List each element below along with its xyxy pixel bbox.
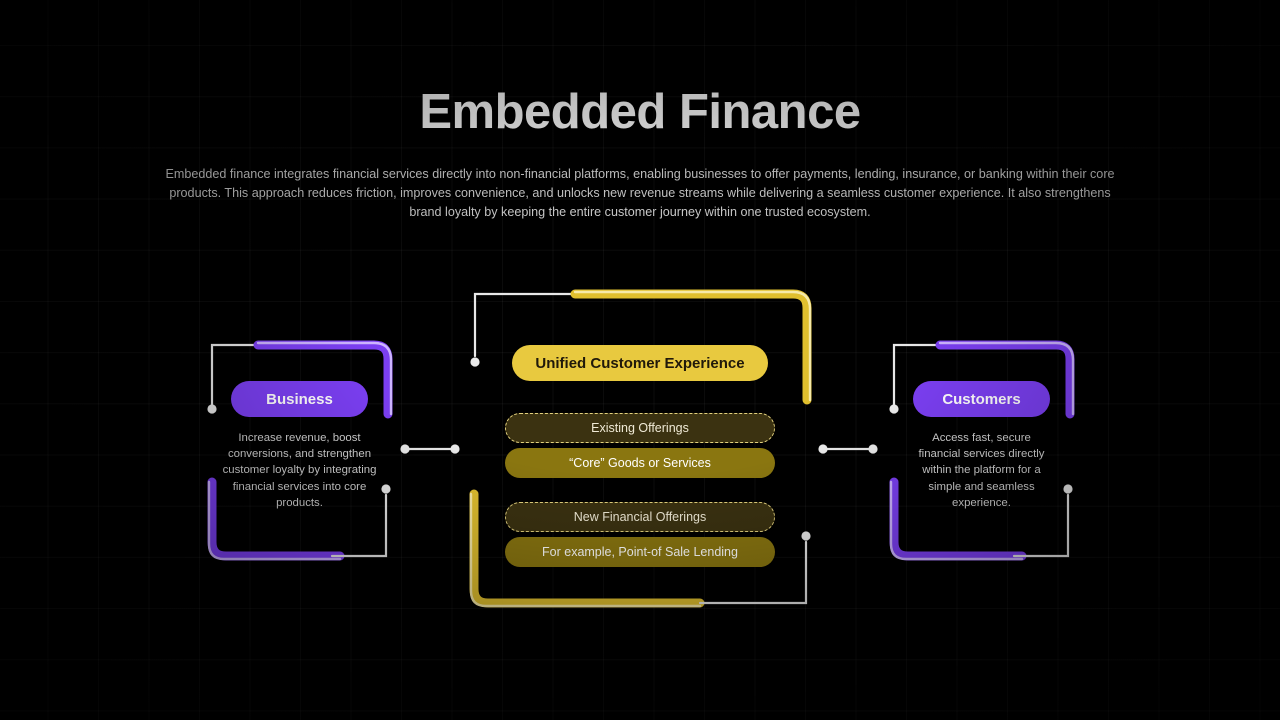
core-goods-or-services-pill[interactable]: “Core” Goods or Services [505,448,775,478]
business-pill[interactable]: Business [231,381,368,417]
customers-dot-top-left [889,404,899,414]
point-of-sale-lending-label: For example, Point-of Sale Lending [542,545,738,559]
customers-dot-bottom-right [1063,484,1073,494]
customers-pill[interactable]: Customers [913,381,1050,417]
connector-right-dot-end [868,444,878,454]
core-goods-or-services-label: “Core” Goods or Services [569,456,711,470]
center-dot-top-left [470,357,480,367]
connector-left-dot-start [400,444,410,454]
center-dot-bottom-right [801,531,811,541]
existing-offerings-label: Existing Offerings [591,421,689,435]
business-dot-top-left [207,404,217,414]
unified-customer-experience-label: Unified Customer Experience [535,354,745,372]
new-financial-offerings-pill[interactable]: New Financial Offerings [505,502,775,532]
business-description: Increase revenue, boost conversions, and… [222,432,377,509]
unified-customer-experience-pill[interactable]: Unified Customer Experience [512,345,768,381]
connector-right-dot-start [818,444,828,454]
connector-left-dot-end [450,444,460,454]
new-financial-offerings-label: New Financial Offerings [573,510,707,524]
existing-offerings-pill[interactable]: Existing Offerings [505,413,775,443]
customers-description: Access fast, secure financial services d… [918,432,1045,509]
point-of-sale-lending-pill[interactable]: For example, Point-of Sale Lending [505,537,775,567]
business-dot-bottom-right [381,484,391,494]
business-pill-label: Business [266,390,333,408]
customers-pill-label: Customers [942,390,1021,408]
